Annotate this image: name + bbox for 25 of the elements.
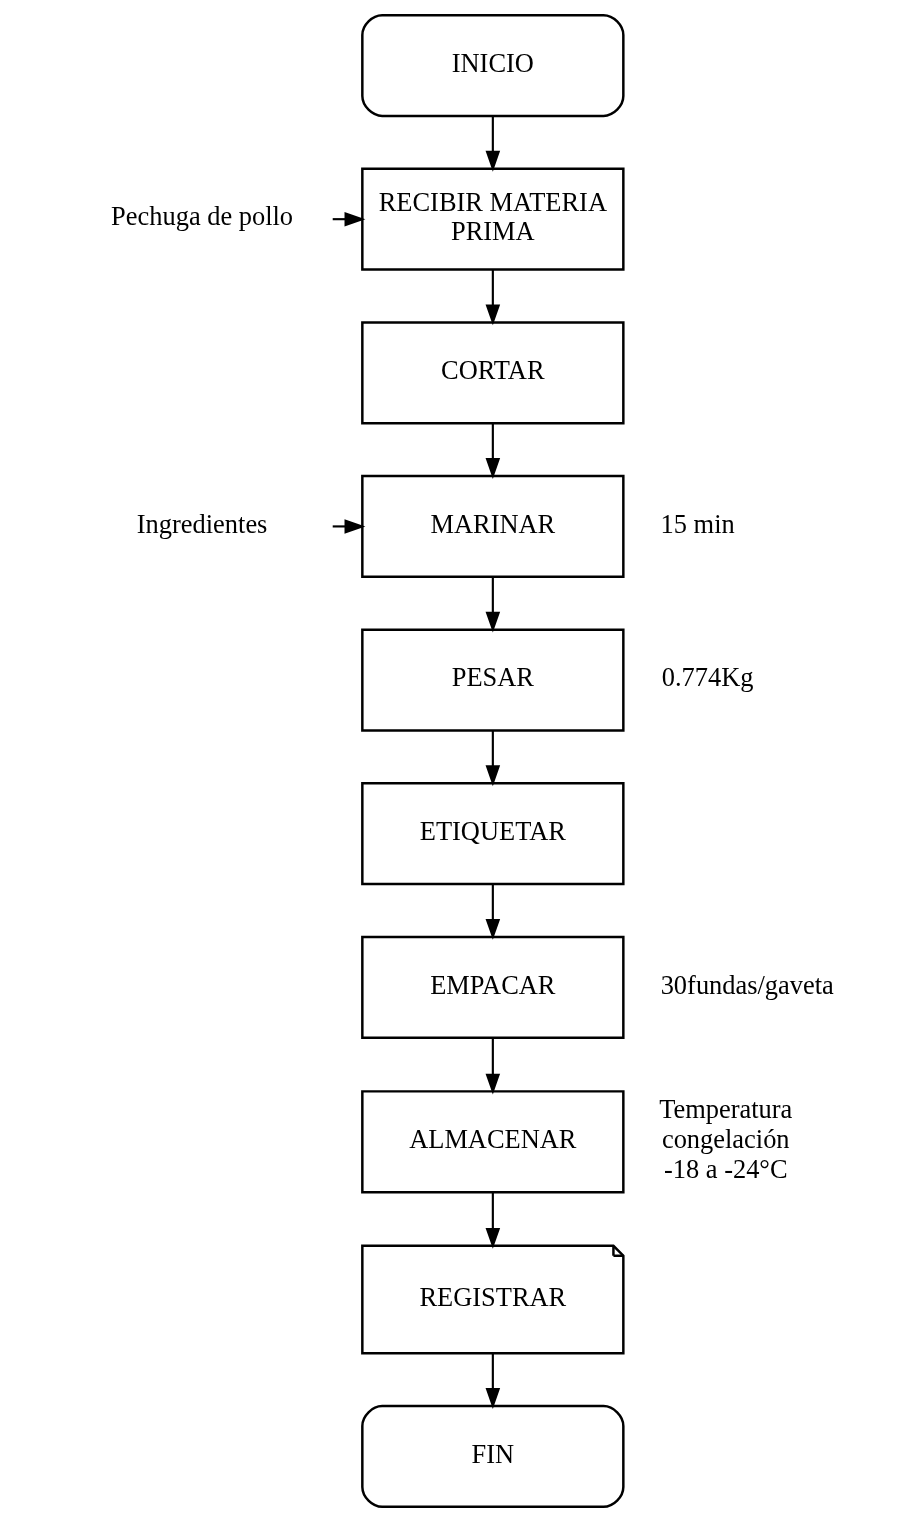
node-box: ALMACENAR bbox=[361, 1090, 625, 1194]
node-box: ETIQUETAR bbox=[361, 782, 625, 886]
arrow bbox=[485, 116, 501, 172]
node-box: RECIBIR MATERIA PRIMA bbox=[361, 167, 625, 271]
arrow bbox=[485, 1192, 501, 1249]
node-label: Temperatura congelación -18 a -24°C bbox=[659, 1094, 793, 1184]
node-box: PESAR bbox=[361, 628, 625, 732]
arrow bbox=[485, 884, 501, 940]
arrow bbox=[485, 1353, 501, 1409]
arrow bbox=[485, 269, 501, 326]
node-box: FIN bbox=[361, 1404, 625, 1509]
arrow bbox=[332, 519, 366, 534]
node-text: Ingredientes bbox=[136, 508, 268, 539]
node-label: 15 min bbox=[660, 508, 735, 539]
node-box: EMPACAR bbox=[361, 935, 625, 1039]
arrow bbox=[485, 576, 501, 633]
node-box: INICIO bbox=[361, 13, 625, 118]
node-box: MARINAR bbox=[361, 474, 625, 579]
arrow bbox=[485, 1038, 501, 1095]
node-box: CORTAR bbox=[361, 321, 625, 425]
arrow bbox=[485, 730, 501, 787]
arrow bbox=[485, 423, 501, 479]
node-label: 0.774Kg bbox=[661, 662, 754, 693]
node-label: 30fundas/gaveta bbox=[660, 969, 834, 1000]
node-text: Pechuga de pollo bbox=[111, 201, 294, 232]
